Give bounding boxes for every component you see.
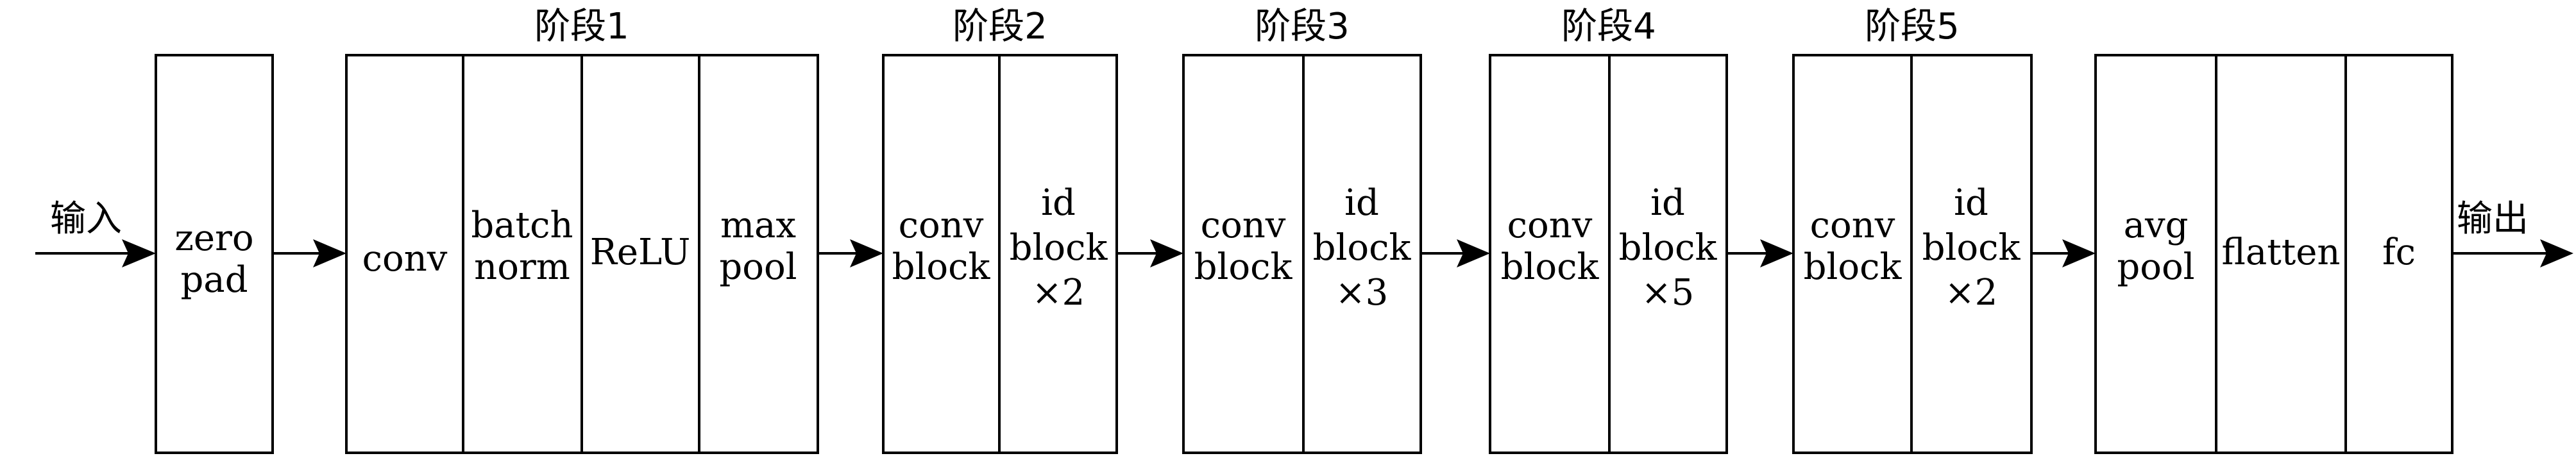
stage3-idblock-box xyxy=(1302,54,1422,454)
head-avgpool-box xyxy=(2094,54,2217,454)
output-arrow xyxy=(2452,239,2573,267)
arrow-zeropad-to-stage1 xyxy=(273,239,346,267)
head-fc-box xyxy=(2344,54,2453,454)
stage1-maxpool-label-line1: max xyxy=(720,205,796,246)
input-label: 输入 xyxy=(50,198,122,240)
head-flatten-label: flatten xyxy=(2222,232,2341,273)
stage5-idblock-label-line3: ×2 xyxy=(1945,272,1998,314)
head-avgpool-label-line2: pool xyxy=(2117,246,2194,288)
stage3-convblock-label-line1: conv xyxy=(1201,205,1286,246)
stage2-convblock-box xyxy=(882,54,1001,454)
arrow-stage5-to-head xyxy=(2031,239,2096,267)
stage4-idblock-label-line3: ×5 xyxy=(1641,272,1695,314)
stage1-batchnorm-label-line2: norm xyxy=(474,246,570,288)
stage1-maxpool-label-line2: pool xyxy=(719,246,797,288)
stage1-maxpool-box xyxy=(698,54,819,454)
arrow-stage4-to-stage5 xyxy=(1727,239,1793,267)
head-avgpool-label-line1: avg xyxy=(2124,205,2189,246)
stage5-idblock-label-line2: block xyxy=(1922,227,2021,269)
stage5-convblock-box xyxy=(1792,54,1913,454)
stage2-idblock-label-line2: block xyxy=(1010,227,1108,269)
stage1-relu-box xyxy=(580,54,700,454)
stage4-convblock-label-line2: block xyxy=(1501,246,1600,288)
input-arrow xyxy=(35,239,156,267)
stage1-relu-label: ReLU xyxy=(590,232,691,273)
stage5-convblock-label-line2: block xyxy=(1804,246,1902,288)
arrow-stage2-to-stage3 xyxy=(1117,239,1183,267)
stage2-idblock-label-line1: id xyxy=(1041,182,1076,224)
stage1-batchnorm-box xyxy=(462,54,583,454)
stage3-idblock-label-line1: id xyxy=(1344,182,1379,224)
stage2-convblock-label-line1: conv xyxy=(899,205,984,246)
stage5-convblock-label-line1: conv xyxy=(1810,205,1895,246)
stage4-idblock-label-line2: block xyxy=(1619,227,1718,269)
arrow-stage1-to-stage2 xyxy=(818,239,883,267)
stage3-idblock-label-line2: block xyxy=(1313,227,1412,269)
stage3-convblock-label-line2: block xyxy=(1194,246,1293,288)
stage4-convblock-box xyxy=(1489,54,1611,454)
zero-pad-label-line2: pad xyxy=(180,259,248,301)
stage3-convblock-box xyxy=(1182,54,1305,454)
arrow-stage3-to-stage4 xyxy=(1421,239,1490,267)
stage3-idblock-label-line3: ×3 xyxy=(1335,272,1389,314)
stage5-label: 阶段5 xyxy=(1865,6,1960,47)
stage2-convblock-label-line2: block xyxy=(892,246,991,288)
output-label: 输出 xyxy=(2457,198,2529,240)
zero-pad-label-line1: zero xyxy=(174,217,253,259)
head-fc-label: fc xyxy=(2382,232,2416,273)
stage5-idblock-label-line1: id xyxy=(1954,182,1988,224)
stage1-batchnorm-label-line1: batch xyxy=(471,205,573,246)
stage2-idblock-label-line3: ×2 xyxy=(1032,272,1085,314)
stage4-convblock-label-line1: conv xyxy=(1507,205,1593,246)
stage4-idblock-label-line1: id xyxy=(1650,182,1685,224)
stage3-label: 阶段3 xyxy=(1255,6,1350,47)
stage2-label: 阶段2 xyxy=(953,6,1047,47)
stage5-idblock-box xyxy=(1910,54,2033,454)
stage1-conv-box xyxy=(345,54,464,454)
stage1-conv-label: conv xyxy=(362,238,448,280)
stage2-idblock-box xyxy=(998,54,1118,454)
zero-pad-box xyxy=(155,54,274,454)
stage1-label: 阶段1 xyxy=(534,6,629,47)
stage4-label: 阶段4 xyxy=(1561,6,1656,47)
